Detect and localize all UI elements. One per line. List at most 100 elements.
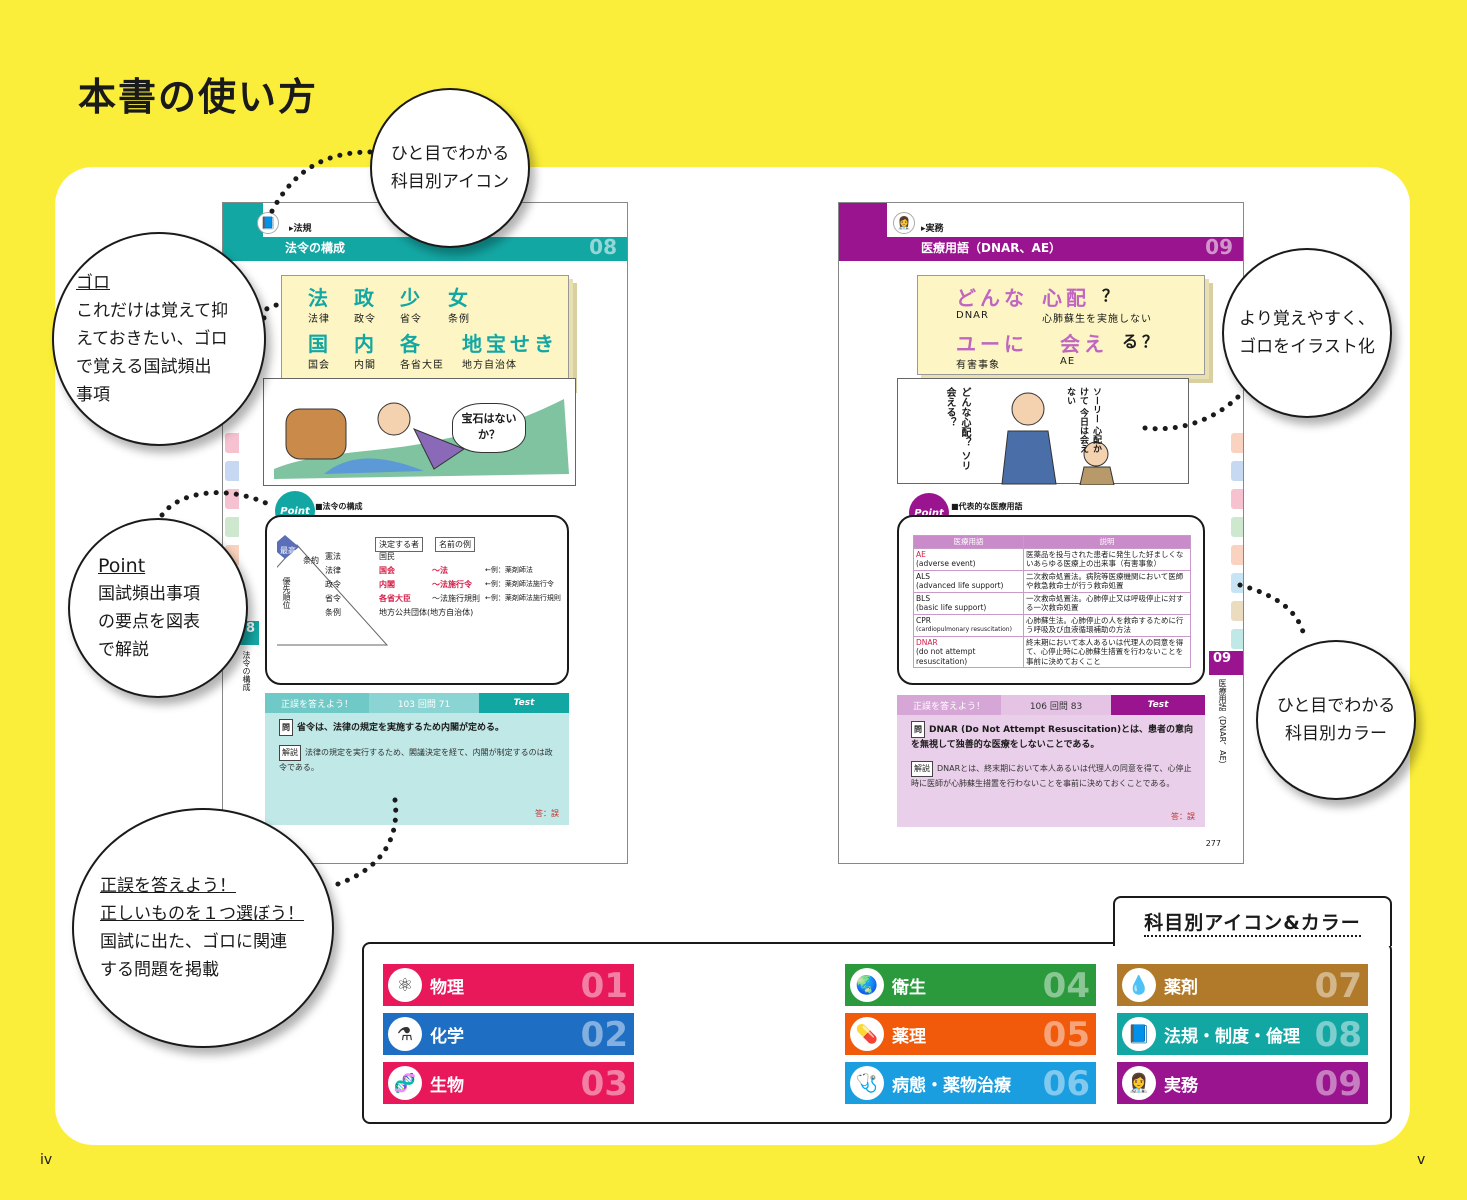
right-page-header: 👩‍⚕️ ▸実務 医療用語（DNAR、AE） 09: [839, 203, 1243, 261]
right-goro-illustration: どんな心配？ ソリ会える？ ソーリー 心配かけて 今日は会えない: [897, 378, 1189, 486]
explanation-text: 解説法律の規定を実行するため、閣議決定を経て、内閣が制定するのは政令である。: [279, 745, 559, 775]
subject-law: 📘 法規・制度・倫理 08: [1117, 1013, 1368, 1055]
goro-sub: 各省大臣: [400, 360, 444, 371]
test-badge: Test: [479, 693, 569, 713]
term-full: (adverse event): [916, 559, 976, 568]
left-page-title: 法令の構成: [285, 241, 346, 255]
diagram-eg: ←例：薬剤師法施行令: [485, 580, 554, 588]
term: ALS: [916, 571, 931, 581]
stethoscope-icon: 🩺: [850, 1066, 884, 1100]
diagram-law: 省令: [325, 594, 341, 603]
page-number: 277: [1205, 839, 1221, 848]
folio-right: v: [1417, 1152, 1426, 1168]
table-row: AE(adverse event) 医薬品を投与された患者に発生した好ましくない…: [913, 547, 1191, 571]
pyramid-diagram: [277, 535, 389, 646]
goro-word: ？: [1102, 286, 1123, 305]
diagram-ex: ～法施行規則: [432, 594, 480, 603]
side-title: 医療用語（DNAR、AE）: [1218, 679, 1227, 769]
diagram-eg: ←例：薬剤師法: [485, 566, 533, 574]
phone-call-illustration: [1001, 392, 1115, 486]
callout-illust: より覚えやすく、 ゴロをイラスト化: [1222, 248, 1392, 418]
goro-word: どんな: [956, 286, 1028, 310]
diagram-law: 法律: [325, 566, 341, 575]
right-page-number: 09: [1205, 235, 1233, 259]
left-page-number: 08: [589, 235, 617, 259]
right-test-bar: 正誤を答えよう！ 106 回問 83 Test: [897, 695, 1205, 715]
test-source: 103 回問 71: [369, 693, 479, 713]
book-icon: 📘: [257, 212, 279, 234]
left-quiz-area: 問省令は、法律の規定を実施するため内閣が定める。 解説法律の規定を実行するため、…: [265, 713, 569, 825]
goro-sub: 政令: [354, 314, 376, 325]
speech-bubble: 宝石はないか？: [452, 403, 526, 453]
left-test-bar: 正誤を答えよう！ 103 回問 71 Test: [265, 693, 569, 713]
term-desc: 心肺蘇生法。心肺停止の人を救命するために行う呼吸及び血液循環補助の方法: [1023, 613, 1191, 637]
legend-title: 科目別アイコン&カラー: [1113, 896, 1392, 946]
goro-sub: 条例: [448, 314, 470, 325]
term: DNAR: [916, 637, 938, 647]
flask-icon: ⚗: [388, 1017, 422, 1051]
folio-left: iv: [40, 1152, 53, 1168]
callout-quiz: 正誤を答えよう！ 正しいものを１つ選ぼう！ 国試に出た、ゴロに関連 する問題を掲…: [72, 808, 334, 1048]
goro-sub: 法律: [308, 314, 330, 325]
callout-point-title: Point: [98, 555, 146, 577]
goro-char: 各: [400, 332, 424, 356]
callout-goro: ゴロ これだけは覚えて抑 えておきたい、ゴロ で覚える国試頻出 事項: [52, 232, 266, 446]
test-label: 正誤を答えよう！: [265, 693, 369, 713]
callout-icon: ひと目でわかる 科目別アイコン: [370, 88, 530, 248]
callout-color: ひと目でわかる 科目別カラー: [1256, 640, 1416, 800]
goro-sub: 内閣: [354, 360, 376, 371]
subject-practice: 👩‍⚕️ 実務 09: [1117, 1062, 1368, 1104]
goro-char: 内: [354, 332, 378, 356]
goro-sub: AE: [1060, 356, 1076, 367]
right-goro-note: どんな 心配 ？ DNAR 心肺蘇生を実施しない ユーに 会え る？ 有害事象 …: [917, 275, 1205, 375]
term: CPR: [916, 615, 931, 625]
goro-sub: 地方自治体: [462, 360, 517, 371]
goro-word: ユーに: [956, 332, 1028, 356]
left-sample-page: 📘 ▸法規 法令の構成 08 法 政 少 女 法律 政令 省令 条例 国 内 各…: [222, 202, 628, 864]
dna-icon: 🧬: [388, 1066, 422, 1100]
term-full: (advanced life support): [916, 581, 1004, 590]
answer: 答：誤: [535, 809, 559, 818]
term-full: (do not attempt resuscitation): [916, 647, 976, 666]
goro-char: 政: [354, 286, 378, 310]
left-page-category: ▸法規: [289, 224, 312, 234]
goro-sub: 有害事象: [956, 360, 1000, 371]
left-goro-note: 法 政 少 女 法律 政令 省令 条例 国 内 各 地宝せき 国会 内閣 各省大…: [281, 275, 569, 385]
goro-sub: 国会: [308, 360, 330, 371]
table-row: ALS(advanced life support) 二次救命処置法。病院等医療…: [913, 569, 1191, 593]
treasure-illustration: [274, 399, 569, 479]
goro-char: 国: [308, 332, 332, 356]
term-desc: 終末期において本人あるいは代理人の同意を得て、心停止時に心肺蘇生措置を行わないこ…: [1023, 635, 1191, 668]
right-point-box: 医療用語 説明 AE(adverse event) 医薬品を投与された患者に発生…: [897, 515, 1205, 685]
diagram-by: 地方公共団体(地方自治体): [379, 608, 474, 617]
diagram-by: 内閣: [379, 580, 395, 589]
table-row: DNAR(do not attempt resuscitation) 終末期にお…: [913, 635, 1191, 668]
term: AE: [916, 549, 926, 559]
goro-sub: DNAR: [956, 310, 989, 321]
goro-sub: 省令: [400, 314, 422, 325]
globe-icon: 🌏: [850, 968, 884, 1002]
subject-hygiene: 🌏 衛生 04: [845, 964, 1096, 1006]
capsule-icon: 💊: [850, 1017, 884, 1051]
diagram-ex: ～法: [432, 566, 448, 575]
term-full: (basic life support): [916, 603, 987, 612]
speech-bubble: どんな心配？ ソリ会える？: [944, 387, 970, 471]
subject-chemistry: ⚗ 化学 02: [383, 1013, 634, 1055]
test-label: 正誤を答えよう！: [897, 695, 1001, 715]
diagram-by: 国民: [379, 552, 395, 561]
goro-char: 地宝せき: [462, 332, 558, 356]
diagram-law: 条例: [325, 608, 341, 617]
diagram-head: 名前の例: [435, 537, 475, 552]
goro-word: 会え: [1060, 332, 1108, 356]
point-label: ■法令の構成: [315, 502, 363, 511]
diagram-side: 優先順位: [282, 577, 291, 609]
pharmacist-icon: 👩‍⚕️: [893, 212, 915, 234]
left-goro-illustration: 宝石はないか？: [263, 378, 576, 486]
side-number: 09: [1209, 651, 1243, 675]
diagram-head: 決定する者: [375, 537, 423, 552]
book-icon: 📘: [1122, 1017, 1156, 1051]
goro-char: 女: [448, 286, 472, 310]
